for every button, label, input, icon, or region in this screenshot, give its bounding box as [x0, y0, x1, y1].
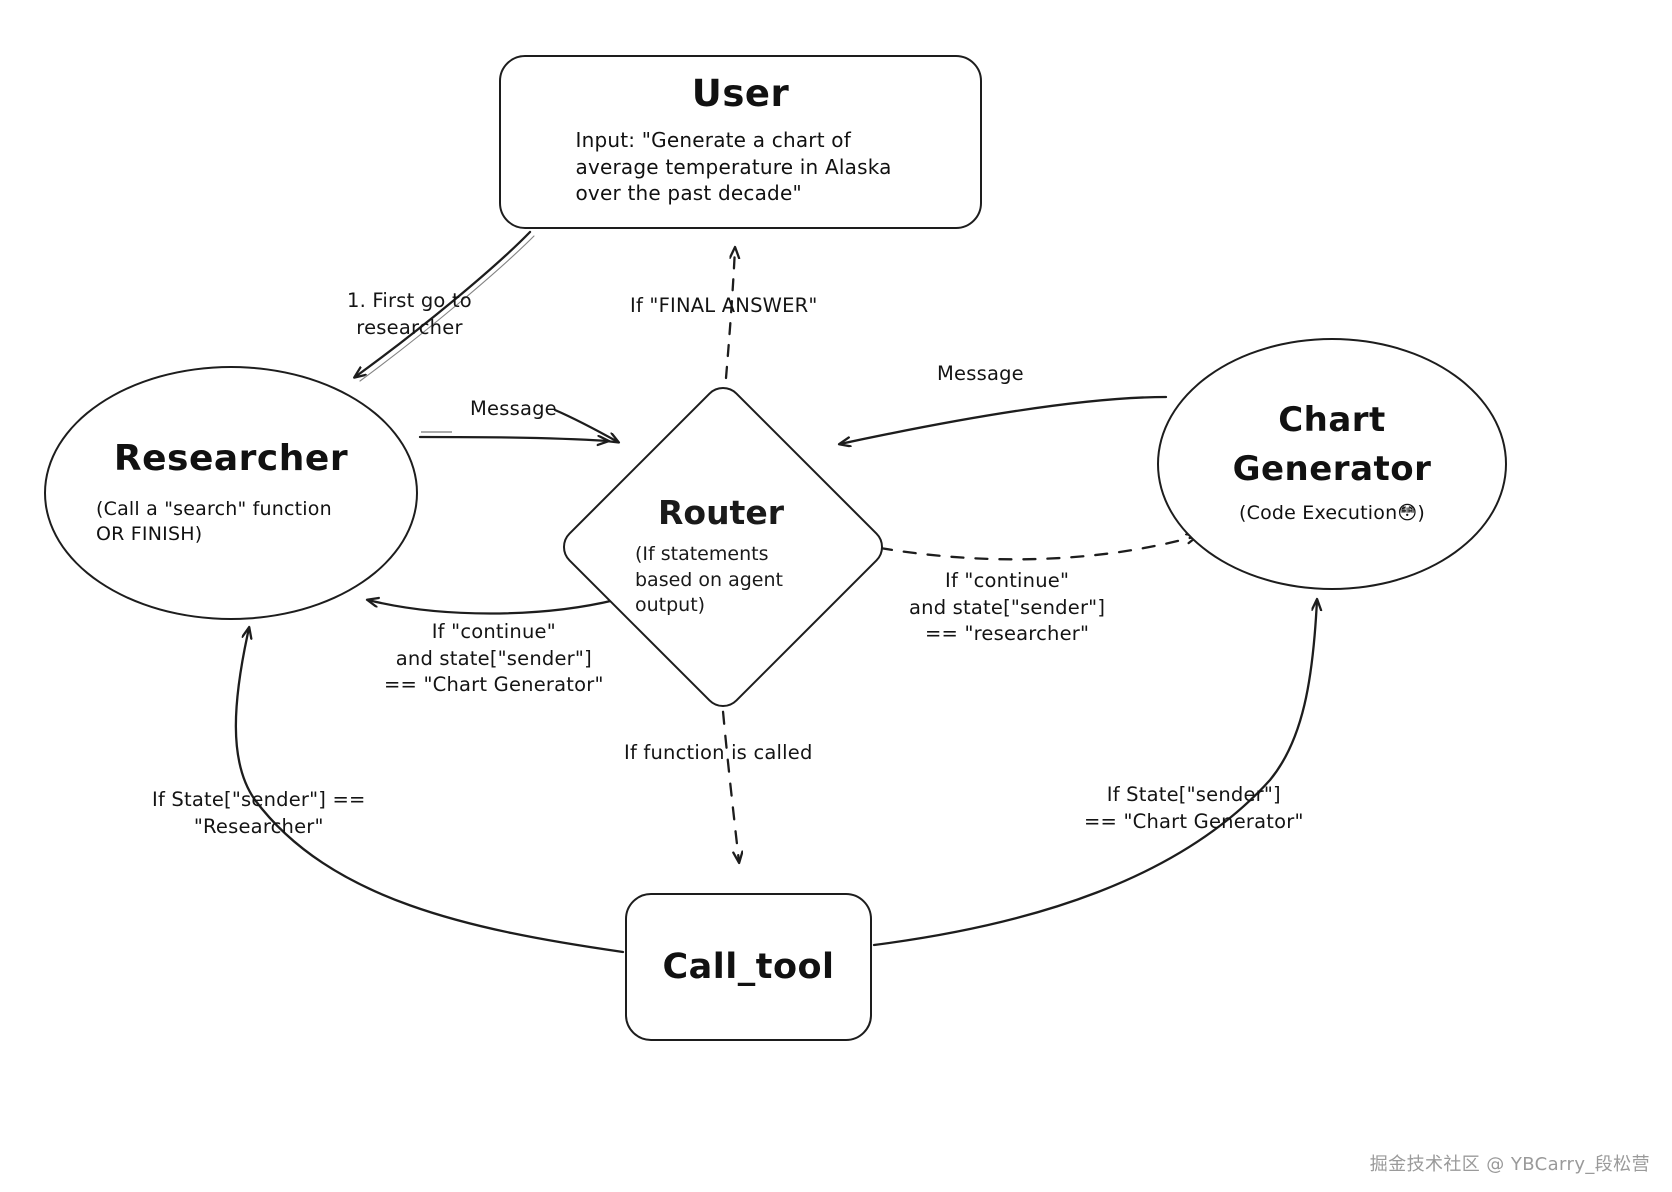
- edge-label-state-chart-generator: If State["sender"] == "Chart Generator": [1084, 783, 1304, 833]
- node-router[interactable]: Router (If statements based on agent out…: [554, 378, 892, 716]
- edge-label-first-go-to-researcher: 1. First go to researcher: [347, 289, 472, 339]
- node-researcher-title: Researcher: [113, 438, 349, 480]
- node-user[interactable]: User Input: "Generate a chart of average…: [499, 55, 982, 229]
- node-chart-generator[interactable]: Chart Generator (Code Execution😳): [1157, 338, 1507, 590]
- edge-label-message-researcher-router: Message: [470, 397, 557, 420]
- node-call-tool-title: Call_tool: [662, 946, 835, 987]
- node-researcher[interactable]: Researcher (Call a "search" function OR …: [44, 366, 418, 620]
- node-router-subtitle: (If statements based on agent output): [635, 543, 783, 617]
- edge-router-to-chart: [878, 536, 1197, 561]
- node-chart-generator-title-line2: Generator: [1232, 449, 1432, 490]
- node-user-title: User: [691, 71, 790, 115]
- watermark: 掘金技术社区 @ YBCarry_段松营: [1369, 1154, 1650, 1175]
- node-chart-generator-subtitle: (Code Execution😳): [1239, 501, 1425, 524]
- edge-chart-to-router: [840, 395, 1168, 444]
- edge-calltool-to-chart: [872, 600, 1317, 947]
- edge-label-function-is-called: If function is called: [624, 741, 813, 764]
- node-call-tool[interactable]: Call_tool: [625, 893, 872, 1041]
- node-researcher-subtitle: (Call a "search" function OR FINISH): [96, 497, 332, 545]
- node-chart-generator-title-line1: Chart: [1278, 400, 1386, 441]
- edge-label-message-chart-router: Message: [937, 362, 1024, 385]
- edge-label-continue-chart-generator: If "continue" and state["sender"] == "Ch…: [384, 620, 604, 697]
- router-text-block: Router (If statements based on agent out…: [556, 380, 886, 710]
- edge-label-continue-researcher: If "continue" and state["sender"] == "re…: [909, 569, 1106, 646]
- edge-label-state-researcher: If State["sender"] == "Researcher": [152, 788, 366, 838]
- node-user-subtitle: Input: "Generate a chart of average temp…: [575, 128, 892, 206]
- node-router-title: Router: [657, 493, 784, 533]
- edge-label-final-answer: If "FINAL ANSWER": [630, 294, 818, 317]
